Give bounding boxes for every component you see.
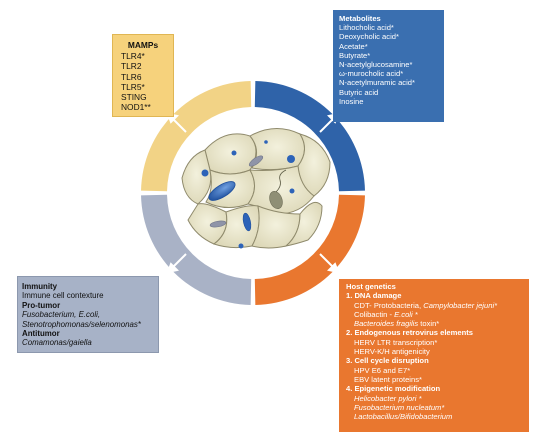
- dna-damage-item: Bacteroides fragilis toxin*: [346, 319, 529, 328]
- dna-damage-item: CDT- Protobacteria, Campylobacter jejuni…: [346, 301, 529, 310]
- mamps-item: NOD1**: [121, 102, 151, 113]
- epigenetic-item: Lactobacillus/Bifidobacterium: [354, 412, 453, 422]
- cell-cycle-title: 3. Cell cycle disruption: [346, 356, 429, 366]
- bacteroides-text: Bacteroides fragilis: [354, 319, 419, 329]
- metabolite-item: Deoxycholic acid*: [339, 32, 399, 42]
- bacterium: [269, 190, 283, 210]
- nucleus: [289, 188, 295, 194]
- mamps-item: TLR5*: [121, 81, 145, 92]
- ring: [141, 81, 365, 305]
- nucleus: [287, 155, 295, 163]
- metabolite-item: Acetate*: [339, 41, 368, 51]
- ring-segment-host-genetics: [254, 194, 365, 305]
- immunity-pro-tumor-taxa: Stenotrophomonas/selenomonas*: [22, 319, 141, 329]
- immunity-pro-tumor-title: Pro-tumor: [22, 300, 61, 310]
- toxin-text: toxin*: [418, 319, 440, 329]
- arrow-to-host-genetics: [319, 253, 340, 274]
- cell: [181, 149, 212, 205]
- retrovirus-title: 2. Endogenous retrovirus elements: [346, 328, 474, 338]
- epigenetic-item: Fusobacterium nucleatum*: [354, 402, 445, 412]
- mamps-item: TLR6: [121, 71, 142, 82]
- host-genetics-box: Host genetics 1. DNA damage CDT- Protoba…: [339, 279, 529, 432]
- cell-cycle-item: EBV latent proteins*: [354, 374, 422, 384]
- host-genetics-title: Host genetics: [346, 282, 396, 291]
- epigenetic-item: Helicobacter pylori *: [354, 393, 422, 403]
- cell: [284, 201, 323, 247]
- metabolite-item: N-acetylglucosamine*: [339, 60, 413, 70]
- dna-damage-item: Colibactin - E.coli *: [346, 310, 529, 319]
- immunity-antitumor-taxa: Comamonas/gaiella: [22, 338, 92, 348]
- colibactin-text: Colibactin -: [354, 309, 395, 319]
- mamps-title: MAMPs: [127, 40, 159, 50]
- nucleus: [238, 243, 244, 249]
- mamps-item: TLR4*: [121, 51, 145, 62]
- nucleus: [201, 169, 209, 177]
- cell-cluster: [181, 128, 331, 249]
- epigenetic-title: 4. Epigenetic modification: [346, 384, 441, 394]
- metabolite-item: Lithocholic acid*: [339, 23, 394, 33]
- ring-segment-mamps: [141, 81, 252, 192]
- immunity-box: Immunity Immune cell contexture Pro-tumo…: [17, 276, 159, 353]
- cdt-text: CDT- Protobacteria,: [354, 300, 424, 310]
- cell: [247, 165, 315, 215]
- nucleus: [231, 150, 237, 156]
- cell-cycle-item: HPV E6 and E7*: [354, 365, 411, 375]
- bacterium: [208, 181, 236, 201]
- mamps-box: MAMPs TLR4* TLR2 TLR6 TLR5* STING NOD1**: [112, 34, 174, 117]
- immunity-contexture: Immune cell contexture: [22, 291, 104, 301]
- dna-damage-title: 1. DNA damage: [346, 291, 402, 301]
- flagellum: [275, 169, 287, 193]
- ecoli-text: E.coli *: [394, 309, 418, 319]
- microbes: [201, 140, 295, 249]
- metabolite-item: Butyrate*: [339, 50, 371, 60]
- mamps-item: TLR2: [121, 61, 142, 72]
- immunity-antitumor-title: Antitumor: [22, 329, 60, 339]
- retrovirus-item: HERV LTR transcription*: [354, 337, 438, 347]
- cell: [204, 133, 257, 175]
- metabolites-box: Metabolites Lithocholic acid* Deoxycholi…: [333, 10, 444, 122]
- bacterium: [209, 220, 227, 228]
- metabolite-item: N-acetylmuramic acid*: [339, 78, 415, 88]
- nucleus: [264, 140, 268, 144]
- arrow-to-immunity: [166, 253, 187, 274]
- ring-segment-metabolites: [254, 81, 365, 192]
- mamps-item: STING: [121, 92, 147, 103]
- immunity-pro-tumor-taxa: Fusobacterium, E.coli,: [22, 310, 101, 320]
- ring-segment-immunity: [141, 194, 252, 305]
- bacterium: [242, 212, 252, 232]
- bacterium: [248, 155, 264, 167]
- immunity-title: Immunity: [22, 282, 58, 291]
- metabolites-title: Metabolites: [339, 14, 381, 23]
- metabolite-item: Butyric acid: [339, 87, 379, 97]
- metabolite-item: Inosine: [339, 96, 364, 106]
- campylobacter-text: Campylobacter jejuni*: [423, 300, 498, 310]
- retrovirus-item: HERV-K/H antigenicity: [354, 347, 430, 357]
- metabolite-item: ω-murocholic acid*: [339, 69, 404, 79]
